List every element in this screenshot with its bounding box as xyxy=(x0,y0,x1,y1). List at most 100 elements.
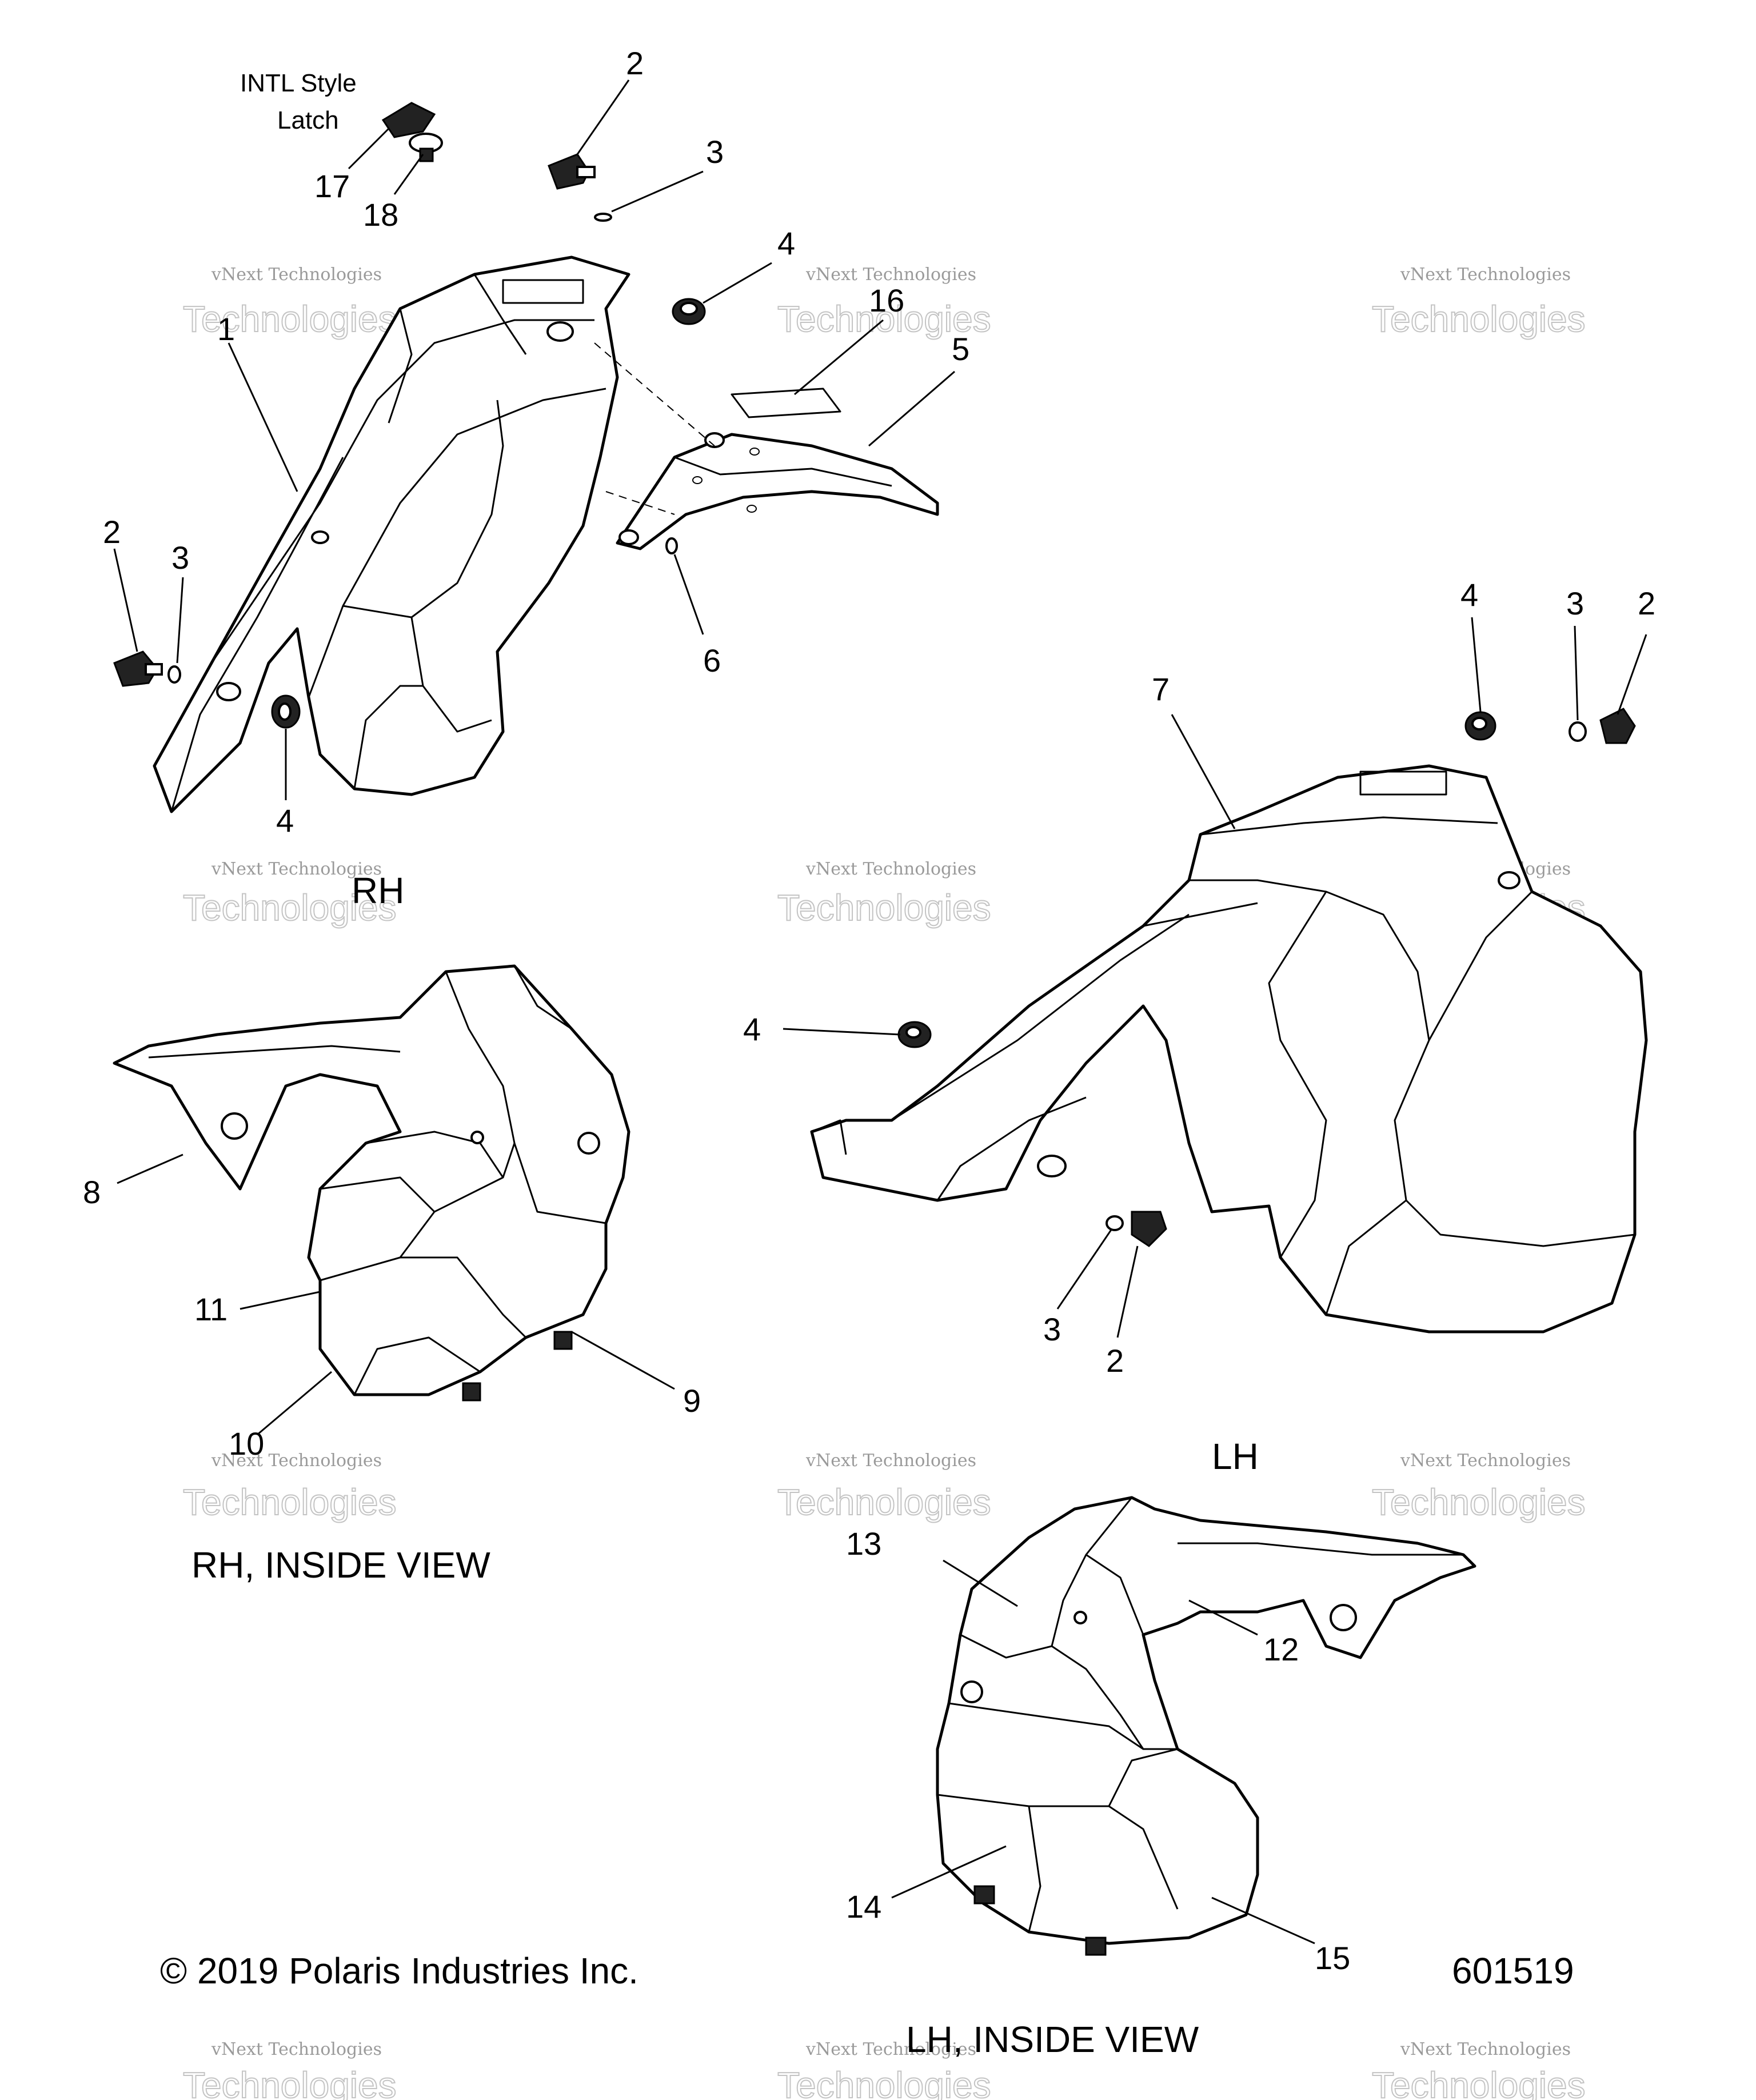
lh-inside-mount-hole xyxy=(1330,1604,1357,1631)
leader-4 xyxy=(703,262,772,304)
washer-part-3 xyxy=(1569,721,1587,742)
callout-3: 3 xyxy=(171,540,189,576)
callout-4: 4 xyxy=(777,225,795,261)
leader-5 xyxy=(868,370,955,447)
callout-14: 14 xyxy=(846,1889,881,1925)
callout-5: 5 xyxy=(952,331,969,367)
lh-inside-clip xyxy=(973,1885,995,1905)
latch-part-2 xyxy=(548,153,596,190)
leader-2 xyxy=(576,79,630,155)
callout-2: 2 xyxy=(103,514,121,550)
callout-7: 7 xyxy=(1152,671,1170,707)
lh-inside-mount-hole xyxy=(1073,1611,1087,1624)
rh-fender-edge xyxy=(353,685,423,789)
leader-11 xyxy=(240,1291,321,1310)
lh-inside-edge xyxy=(1085,1554,1144,1635)
grommet-part-4 xyxy=(271,694,301,729)
watermark-9: Technologies vNext Technologies xyxy=(1371,1451,1586,1523)
watermark-big: Technologies xyxy=(777,887,991,928)
rh-inside-edge xyxy=(445,971,606,1224)
callout-8: 8 xyxy=(83,1174,101,1210)
callout-17: 17 xyxy=(314,168,350,204)
lh-fender-edge xyxy=(891,913,1190,1121)
grommet-part-4 xyxy=(897,1021,932,1048)
rh-fender-edge xyxy=(308,388,606,698)
watermark-4: Technologies vNext Technologies xyxy=(182,859,397,929)
watermark-12: Technologies vNext Technologies xyxy=(1371,2039,1586,2100)
watermark-7: Technologies vNext Technologies xyxy=(182,1451,397,1523)
callout-4: 4 xyxy=(276,803,294,839)
lh-inside-clip xyxy=(1085,1937,1107,1956)
lh-fender-edge xyxy=(1268,891,1327,1258)
latch-part-2 xyxy=(113,650,163,687)
leader-7 xyxy=(1171,714,1236,829)
rh-inside-clip xyxy=(553,1331,573,1350)
intl-note-line2: Latch xyxy=(277,106,339,134)
watermark-10: Technologies vNext Technologies xyxy=(182,2039,397,2100)
watermark-small: vNext Technologies xyxy=(805,1451,976,1471)
rh-fender-edge xyxy=(410,617,492,733)
leader-18 xyxy=(393,154,424,195)
callout-4: 4 xyxy=(1460,577,1478,613)
watermark-big: Technologies xyxy=(1372,298,1586,340)
watermark-big: Technologies xyxy=(777,1482,991,1523)
rh-inside-edge xyxy=(353,1336,481,1395)
leader-lines xyxy=(113,79,1647,1945)
grommet-part-4 xyxy=(672,298,706,325)
watermark-small: vNext Technologies xyxy=(211,859,382,879)
rh-extension-clip xyxy=(618,529,639,545)
leader-15 xyxy=(1211,1897,1315,1945)
watermark-8: Technologies vNext Technologies xyxy=(777,1451,992,1523)
leader-2 xyxy=(1617,634,1647,715)
callout-10: 10 xyxy=(229,1426,264,1462)
leader-2 xyxy=(1116,1245,1139,1338)
callout-3: 3 xyxy=(1043,1311,1061,1347)
decal-part-16 xyxy=(731,388,841,418)
rh-inside-mount-hole xyxy=(577,1132,600,1155)
copyright-notice: © 2019 Polaris Industries Inc. xyxy=(160,1950,638,1991)
rh-extension-hole xyxy=(749,448,760,456)
watermark-small: vNext Technologies xyxy=(211,2039,382,2059)
lh-fender-edge xyxy=(1394,1040,1635,1247)
watermark-big: Technologies xyxy=(183,1482,397,1523)
watermark-1: Technologies vNext Technologies xyxy=(182,265,397,340)
view-label-lh-inside: LH, INSIDE VIEW xyxy=(906,2019,1199,2060)
leader-3 xyxy=(176,577,184,664)
lh-fender-edge xyxy=(936,1096,1087,1201)
grommet-part-4 xyxy=(1464,711,1496,741)
intl-latch-part-17 xyxy=(381,102,436,138)
captions: INTL Style Latch RH LH RH, INSIDE VIEW L… xyxy=(160,69,1574,2060)
callout-2: 2 xyxy=(1638,585,1655,621)
watermark-big: Technologies xyxy=(777,2065,991,2100)
leader-2 xyxy=(113,548,138,652)
watermark-big: Technologies xyxy=(183,887,397,928)
leader-4 xyxy=(1471,617,1482,712)
callout-2: 2 xyxy=(1106,1343,1124,1379)
watermark-small: vNext Technologies xyxy=(211,265,382,285)
rh-inside-edge xyxy=(320,1256,527,1339)
rh-inside-mount-hole xyxy=(470,1131,484,1144)
plug-part-6 xyxy=(665,537,678,554)
leader-3 xyxy=(611,170,704,213)
watermark-small: vNext Technologies xyxy=(805,265,976,285)
view-label-lh: LH xyxy=(1212,1436,1259,1477)
rh-inside-edge xyxy=(513,965,572,1030)
watermark-small: vNext Technologies xyxy=(211,1451,382,1471)
rh-inside-clip xyxy=(462,1382,481,1402)
callouts: 1 2 3 4 5 6 16 17 18 2 3 4 7 4 3 2 4 3 2… xyxy=(83,45,1655,1976)
leader-10 xyxy=(257,1371,332,1436)
rh-inside-edge xyxy=(399,1143,516,1258)
rh-fender-assembly xyxy=(113,102,939,813)
callout-2: 2 xyxy=(626,45,644,81)
lh-inside-edge xyxy=(1108,1748,1178,1807)
rh-inside-edge xyxy=(320,1176,436,1213)
callout-6: 6 xyxy=(703,642,721,678)
rh-fender-latch-pocket xyxy=(502,279,584,304)
callout-1: 1 xyxy=(217,311,235,347)
rh-assembly-line xyxy=(605,491,675,515)
watermark-2: Technologies vNext Technologies xyxy=(777,265,992,340)
lh-inside-view xyxy=(936,1496,1476,1956)
lh-fender-latch-pocket xyxy=(1359,770,1447,796)
watermark-big: Technologies xyxy=(183,2065,397,2100)
